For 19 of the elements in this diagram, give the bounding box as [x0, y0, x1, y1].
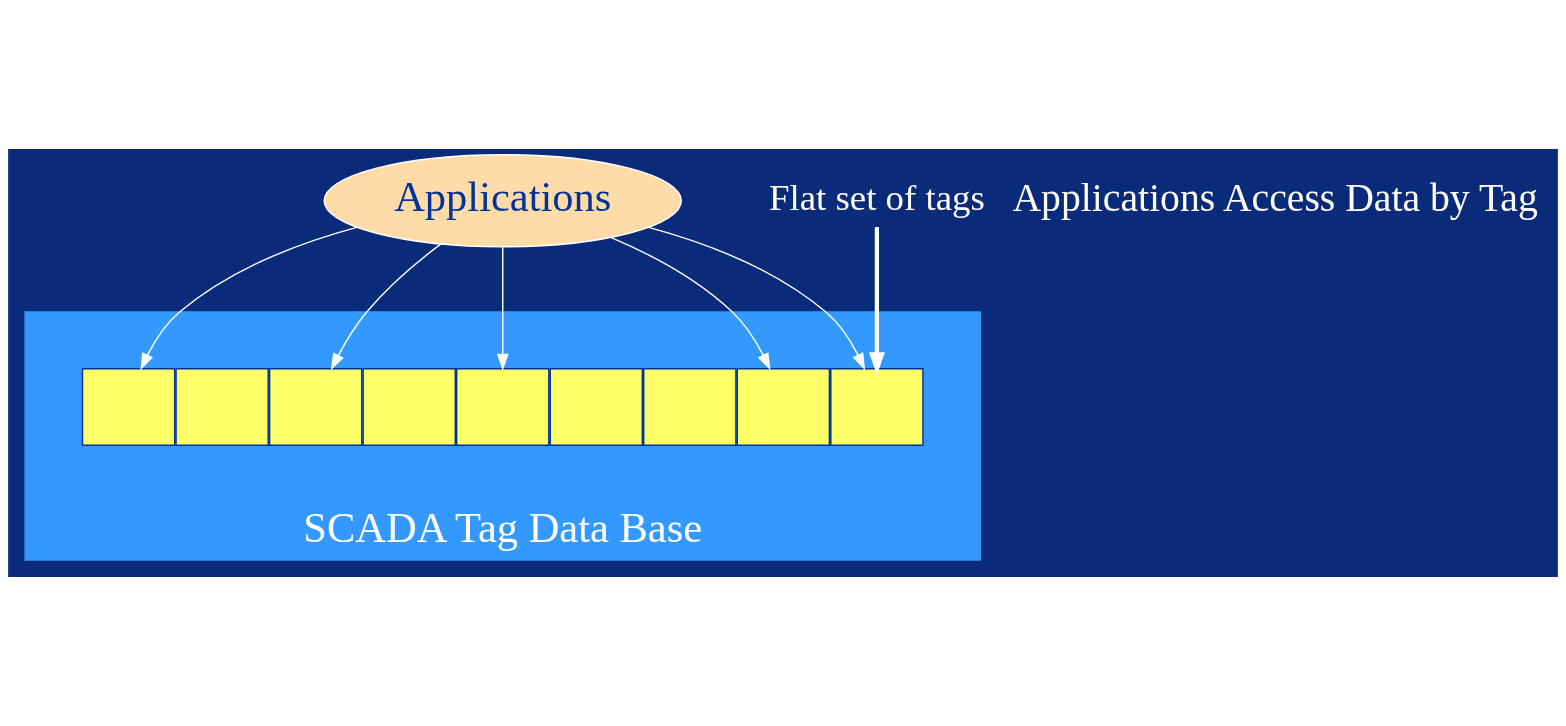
node-box	[830, 367, 924, 446]
node-box	[643, 367, 737, 446]
node-box	[268, 367, 363, 446]
arrow	[330, 243, 442, 371]
arrow	[140, 226, 358, 371]
node-box	[736, 367, 831, 446]
arrow	[610, 236, 771, 371]
node-box	[362, 367, 456, 446]
node-box	[81, 367, 176, 446]
arrow	[648, 226, 866, 371]
label: Applications Access Data by Tag	[1012, 175, 1538, 220]
node-box	[175, 367, 269, 446]
arrow	[868, 227, 885, 376]
node-box	[456, 367, 550, 446]
cluster: SCADA Tag Data Base	[24, 311, 982, 561]
node-box	[549, 367, 644, 446]
node-ellipse: Applications	[323, 153, 682, 248]
node-text: Flat set of tags	[768, 176, 985, 218]
arrow	[496, 246, 509, 371]
